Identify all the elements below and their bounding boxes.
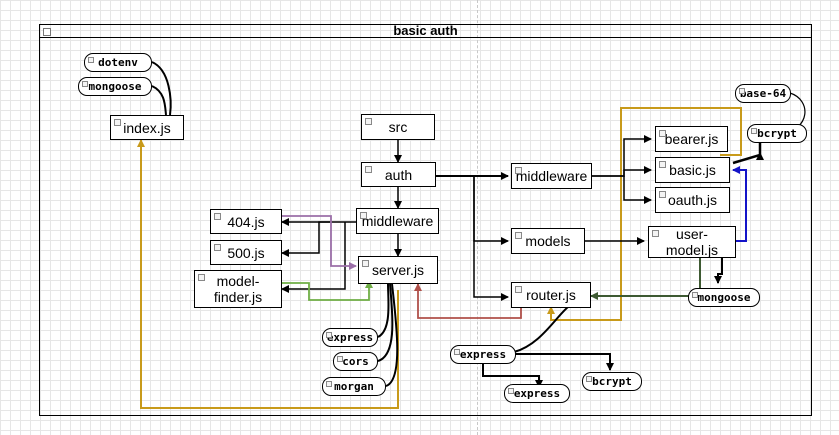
edge-router-server [414, 283, 522, 319]
dep-bcrypt-auth[interactable]: bcrypt [747, 124, 807, 143]
edge-morgan-server [385, 283, 399, 387]
edge-middleware-oauth [623, 176, 652, 204]
user-model-line-1: user- [676, 226, 708, 242]
dep-morgan[interactable]: morgan [322, 377, 386, 396]
dep-express-router[interactable]: express [450, 345, 516, 364]
edge-auth-models [436, 175, 509, 245]
diagram-frame: basic auth [39, 24, 812, 416]
edge-middlewaredir-500 [281, 221, 330, 257]
node-bearer-js[interactable]: bearer.js [655, 126, 728, 152]
edge-express-router [513, 306, 569, 353]
node-500-js[interactable]: 500.js [210, 240, 282, 265]
node-server-js[interactable]: server.js [358, 256, 438, 284]
edge-bcrypt-basic [732, 143, 762, 165]
edge-modelfinder-server [282, 280, 373, 301]
edge-middlewaredir-modelfinder [281, 222, 346, 293]
user-model-line-2: model.js [665, 242, 719, 258]
dep-base64[interactable]: base-64 [735, 84, 791, 103]
dep-express-sub[interactable]: express [504, 384, 570, 403]
dep-bcrypt-router[interactable]: bcrypt [582, 372, 642, 391]
edge-mongoose-index [151, 85, 167, 116]
node-auth[interactable]: auth [361, 162, 436, 187]
node-router-js[interactable]: router.js [511, 282, 591, 308]
edge-middleware-basic [592, 166, 652, 177]
dep-mongoose-user[interactable]: mongoose [688, 288, 760, 307]
node-index-js[interactable]: index.js [110, 115, 184, 140]
edge-express-sub [482, 364, 543, 388]
node-oauth-js[interactable]: oauth.js [655, 187, 730, 213]
dep-express-server[interactable]: express [322, 328, 378, 347]
node-src[interactable]: src [361, 114, 435, 140]
node-middleware[interactable]: middleware [511, 163, 592, 189]
dep-dotenv[interactable]: dotenv [84, 53, 152, 72]
edge-404-server [282, 215, 357, 270]
center-guide-line [477, 0, 478, 435]
model-finder-line-1: model- [216, 273, 260, 289]
dep-cors[interactable]: cors [333, 352, 378, 371]
edge-usermodel-basic [732, 166, 747, 242]
node-404-js[interactable]: 404.js [210, 209, 282, 234]
diagram-title: basic auth [40, 24, 811, 38]
node-models[interactable]: models [511, 228, 585, 254]
edge-dotenv-index [151, 61, 172, 116]
dep-mongoose-index[interactable]: mongoose [78, 77, 152, 96]
model-finder-line-2: finder.js [213, 289, 263, 305]
edge-usermodel-router [590, 256, 701, 300]
edge-express-bcrypt [514, 353, 614, 371]
node-user-model-js[interactable]: user- model.js [648, 226, 736, 258]
edge-cors-server [377, 283, 394, 362]
node-middleware-dir[interactable]: middleware [356, 208, 439, 234]
node-model-finder-js[interactable]: model- finder.js [194, 270, 282, 308]
edge-auth-router [473, 176, 509, 301]
node-basic-js[interactable]: basic.js [655, 157, 730, 183]
edge-express-server [377, 283, 390, 338]
edge-usermodel-mongoose [714, 256, 723, 284]
